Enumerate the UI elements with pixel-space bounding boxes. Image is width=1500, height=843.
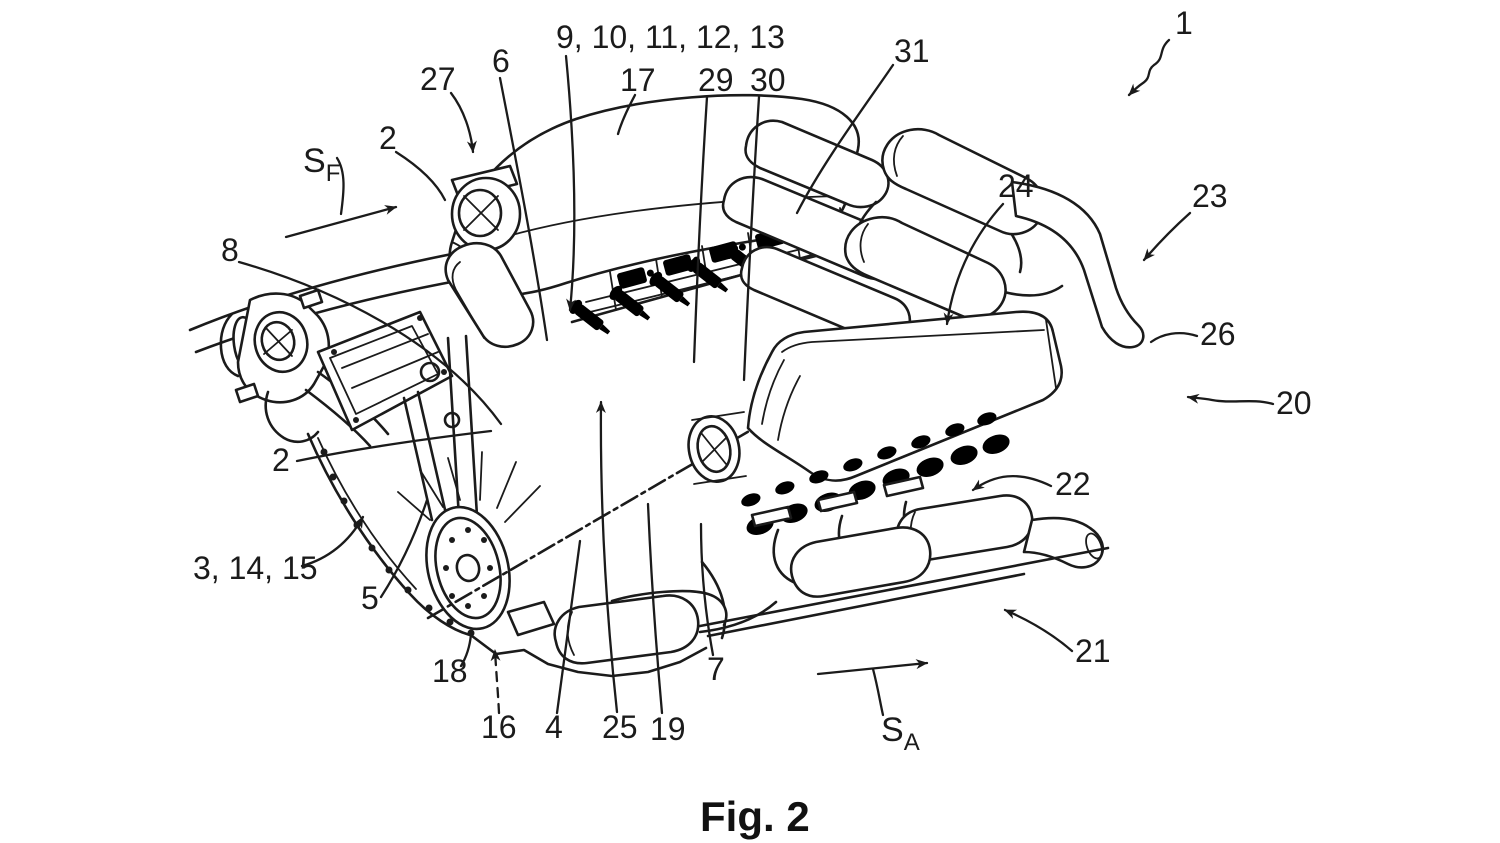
left-cam-cover [316,310,454,432]
leader-22 [971,475,1053,492]
leader-26 [1149,332,1199,344]
ref-label-31: 31 [894,33,930,69]
leader-17 [616,93,637,136]
upper-exhaust-manifold [721,119,1064,344]
flow-label-sf: SF [303,142,340,187]
ref-label-16: 16 [481,709,517,745]
lower-exhaust-manifold [698,475,1110,638]
leader-16 [490,648,501,715]
arrow-sf [284,205,398,239]
leader-9-13 [564,54,577,312]
ref-label-21: 21 [1075,633,1111,669]
front-flange-bolts [320,448,475,637]
leader-30 [742,95,761,382]
leader-sf-bracket [335,156,345,216]
ref-label-30: 30 [750,62,786,98]
leader-2-lower [295,429,493,463]
sf-symbol: S [303,142,326,180]
leader-29 [692,95,709,364]
ref-label-26: 26 [1200,316,1236,352]
engine-bottom [470,560,727,678]
leader-lines [237,38,1275,717]
crankshaft-pulley [397,451,541,631]
leader-sa-bracket [871,667,885,717]
ref-label-1: 1 [1175,5,1193,41]
ref-label-3-14-15: 3, 14, 15 [193,550,318,586]
leader-25 [595,400,619,714]
ref-label-18: 18 [432,653,468,689]
leader-20 [1186,393,1275,406]
ref-label-8: 8 [221,232,239,268]
ref-label-9-13: 9, 10, 11, 12, 13 [556,19,785,55]
bottom-catalytic-converters [553,589,778,665]
ref-label-20: 20 [1276,385,1312,421]
ref-label-27: 27 [420,61,456,97]
airbox [746,310,1063,482]
leader-8 [237,260,503,426]
ref-label-23: 23 [1192,178,1228,214]
leader-19 [646,502,664,715]
leader-27 [449,91,477,154]
leader-24 [943,202,1005,326]
ref-label-6: 6 [492,43,510,79]
leader-6 [498,76,549,342]
leader-4 [555,539,582,715]
ref-label-5: 5 [361,580,379,616]
ref-label-29: 29 [698,62,734,98]
throttle-body-front [219,288,390,448]
figure-caption: Fig. 2 [700,793,810,840]
leader-23 [1142,211,1192,262]
ref-label-25: 25 [602,709,638,745]
ref-label-7: 7 [707,651,725,687]
throttle-body-rear [687,411,747,485]
cowl-sweep-lines [188,252,464,354]
leader-5 [379,498,429,599]
leader-2-upper [394,150,447,202]
ref-label-19: 19 [650,711,686,747]
leader-18 [459,632,473,668]
leader-7 [699,522,715,657]
leader-3-14-15 [300,515,365,568]
ref-label-24: 24 [998,168,1034,204]
sa-subscript: A [904,729,920,756]
ref-label-2-upper: 2 [379,120,397,156]
leader-1 [1127,38,1171,97]
ref-label-2-lower: 2 [272,442,290,478]
exhaust-tailpipe-upper [1010,180,1145,349]
leader-21 [1003,608,1074,653]
ref-label-22: 22 [1055,466,1091,502]
sa-symbol: S [881,711,904,749]
ref-label-17: 17 [620,62,656,98]
engine-drawing [188,93,1145,678]
sf-subscript: F [326,160,341,187]
ref-label-4: 4 [545,709,563,745]
belt-drive [306,242,535,637]
reference-labels: 1 9, 10, 11, 12, 13 27 6 17 29 30 31 2 8… [193,5,1312,756]
flow-label-sa: SA [881,711,920,756]
leader-31 [795,63,895,215]
crank-centerline [426,396,808,620]
